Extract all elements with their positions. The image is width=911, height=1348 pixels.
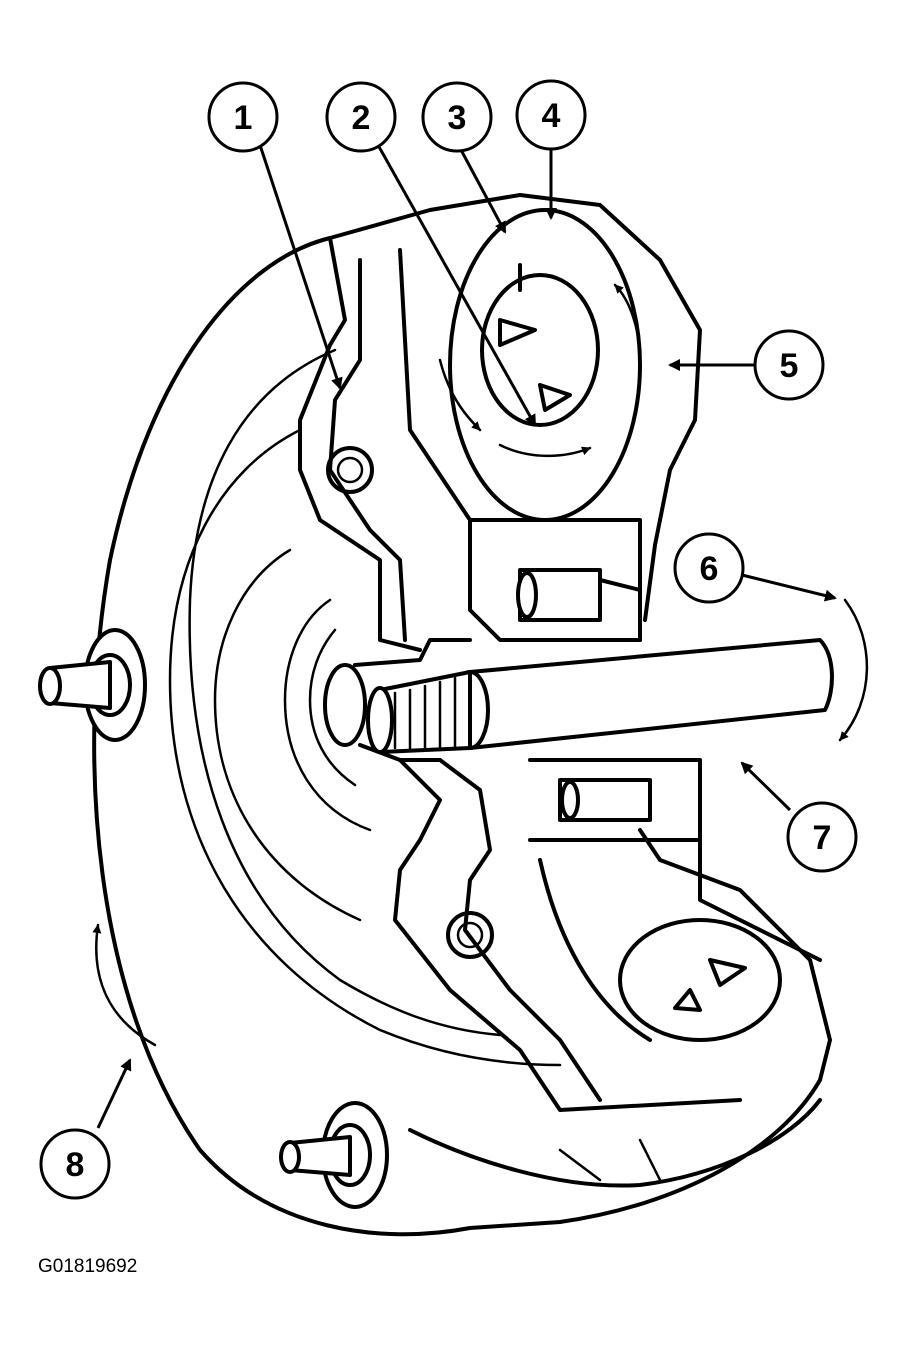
figure-code: G01819692 bbox=[38, 1256, 137, 1277]
housing-rotation-arrow bbox=[92, 923, 157, 1047]
mounting-stud-lower bbox=[279, 1101, 389, 1209]
callout-7: 7 bbox=[786, 801, 858, 873]
callout-6: 6 bbox=[673, 532, 745, 604]
callout-5: 5 bbox=[753, 329, 825, 401]
svg-text:6: 6 bbox=[700, 550, 719, 588]
mounting-stud-upper bbox=[38, 628, 147, 742]
hub-centre bbox=[323, 638, 472, 762]
leader-lines bbox=[96, 144, 837, 1129]
lower-section bbox=[393, 758, 822, 1112]
svg-text:3: 3 bbox=[448, 99, 467, 137]
callout-2: 2 bbox=[325, 81, 397, 153]
svg-text:2: 2 bbox=[352, 99, 371, 137]
svg-text:4: 4 bbox=[542, 97, 561, 135]
converter-housing bbox=[92, 193, 832, 1237]
svg-text:1: 1 bbox=[234, 99, 253, 137]
svg-text:7: 7 bbox=[813, 819, 832, 857]
callout-4: 4 bbox=[515, 79, 587, 151]
svg-text:8: 8 bbox=[66, 1146, 85, 1184]
output-shaft bbox=[366, 638, 834, 754]
callout-8: 8 bbox=[39, 1128, 111, 1200]
turbine-section bbox=[298, 208, 642, 652]
callout-1: 1 bbox=[207, 81, 279, 153]
svg-text:5: 5 bbox=[780, 347, 799, 385]
callout-3: 3 bbox=[421, 81, 493, 153]
shaft-rotation-arrow bbox=[838, 598, 869, 742]
